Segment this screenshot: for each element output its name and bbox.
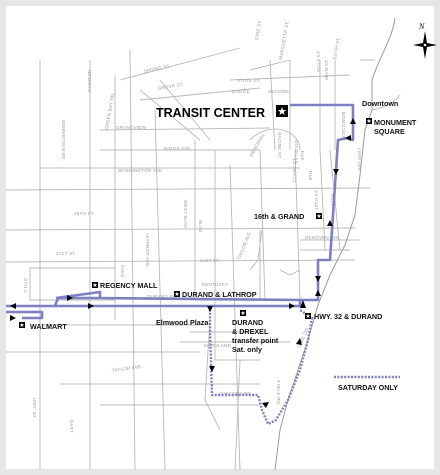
stop-label-transit-center: TRANSIT CENTER [156,106,265,120]
street-label-second: SECOND [268,89,289,94]
street-label-16th: 16TH ST. [74,211,95,216]
street-label-chicory: CHICORY RD. [220,391,252,396]
stop-label-16th-grand: 16th & GRAND [254,212,304,221]
street-label-12th: 12TH [330,194,335,206]
direction-arrows [10,118,356,408]
street-label-4-mile: 4 MILE RD. [276,380,281,406]
regency-mall-stop-icon: ★ [92,282,98,289]
street-label-10th: 10TH ST. [314,189,319,210]
stop-label-durand-drexel-line2: & DREXEL [232,327,269,336]
street-label-taylor: TAYLOR AVE. [111,364,142,373]
stop-label-walmart: WALMART [30,322,67,331]
street-label-21st-east: 21ST ST. [200,258,220,263]
street-label-main: MAIN ST. [324,59,329,80]
street-label-newman: NEWMAN [87,70,92,92]
street-label-memorial: MEMORIAL [249,132,267,157]
compass-north-label: N [418,22,425,31]
street-label-lathrop: LATHROP AVE. [145,233,150,268]
monument-square-stop-icon: ★ [366,118,372,125]
svg-text:★: ★ [19,322,24,329]
street-label-sixth: SIXTH ST. [332,36,341,60]
street-label-state: STATE ST. [237,78,261,83]
street-label-east: EAST [69,420,74,433]
walmart-stop-icon: ★ [19,322,25,329]
street-label-hwy-20: HWY. 20 [32,398,37,417]
street-label-maryland: MARYLAND [204,343,232,348]
street-label-dodge: DODGE [232,89,250,94]
stop-label-downtown: Downtown [362,99,398,108]
street-label-spring: SPRING ST. [143,63,171,74]
street-label-racine: RACINE ST. [277,132,282,159]
street-label-hwy-c: CTH C [23,278,28,294]
16th-grand-stop-icon: ★ [316,213,322,220]
street-label-9th: 9TH [300,151,305,160]
svg-text:★: ★ [366,118,371,125]
street-label-grandview: GRANDVIEW [116,125,147,130]
stop-label-durand-drexel-line1: DURAND [232,318,263,327]
svg-text:★: ★ [305,313,310,320]
street-label-blvd: BLVD. [198,220,203,234]
street-label-washington: WASHINGTON AVE. [118,168,164,173]
stop-label-durand-drexel-line4: Sat. only [232,345,262,354]
street-label-villa: VILLA ST. [316,50,321,72]
hwy32-durand-stop-icon: ★ [305,313,311,320]
stop-label-elmwood-plaza: Elmwood Plaza [156,318,209,327]
street-label-durand-ave: DURAND AVE. [147,294,180,299]
street-label-8th: 8TH [308,171,313,180]
street-label-lake-ave: LAKE AVE. [357,148,362,173]
stop-label-monument-square-line1: MONUMENT [374,118,417,127]
street-label-douglas: DOUGLAS [294,140,299,164]
bus-route-weekday[interactable] [6,103,355,320]
street-label-ohio: OHIO [120,265,125,278]
bus-route-saturday-only[interactable] [208,306,314,426]
stop-markers: ★ ★ ★ ★ ★ ★ ★ ★ [19,105,372,329]
svg-text:★: ★ [277,106,287,118]
legend-saturday-label: SATURDAY ONLY [338,383,398,392]
street-label-marquette: MARQUETTE ST. [278,21,290,61]
street-label-kentucky: KENTUCKY [202,282,229,287]
street-label-taylor-ave: TAYLOR AVE. [236,230,252,261]
street-label-green-bay: GREEN BAY RD. [104,92,116,130]
durand-drexel-stop-icon: ★ [240,310,246,317]
stop-label-durand-drexel-line3: transfer point [232,336,279,345]
stop-label-durand-lathrop: DURAND & LATHROP [182,290,257,299]
street-label-wisconsin: WISCONSIN [341,112,346,140]
street-label-emmertsen: EMMERTSEN RD. [61,120,66,161]
street-label-21st-west: 21ST ST. [56,251,76,256]
svg-text:★: ★ [92,282,97,289]
street-label-grove: GROVE ST. [157,81,184,90]
street-label-clark: CLARK ST. [292,157,297,182]
transit-center-stop-icon: ★ [276,105,288,118]
street-label-west-blvd: WEST BLVD. [183,200,188,229]
stop-label-hwy32-durand: HWY. 32 & DURAND [314,312,382,321]
svg-text:★: ★ [240,310,245,317]
svg-text:★: ★ [316,213,321,220]
stop-label-regency-mall: REGENCY MALL [100,281,158,290]
legend: SATURDAY ONLY [334,375,400,392]
stop-label-monument-square-line2: SQUARE [374,127,405,136]
compass-rose-icon: N [413,22,437,59]
durand-lathrop-stop-icon: ★ [174,291,180,298]
svg-text:★: ★ [174,291,179,298]
street-label-kinzie: KINZIE AVE. [164,146,192,151]
street-label-dekoven: DEKOVEN AVE. [305,235,341,240]
street-labels: SPRING ST. GROVE ST. GRANDVIEW KINZIE AV… [23,19,362,432]
street-label-erie: ERIE ST. [254,19,262,40]
